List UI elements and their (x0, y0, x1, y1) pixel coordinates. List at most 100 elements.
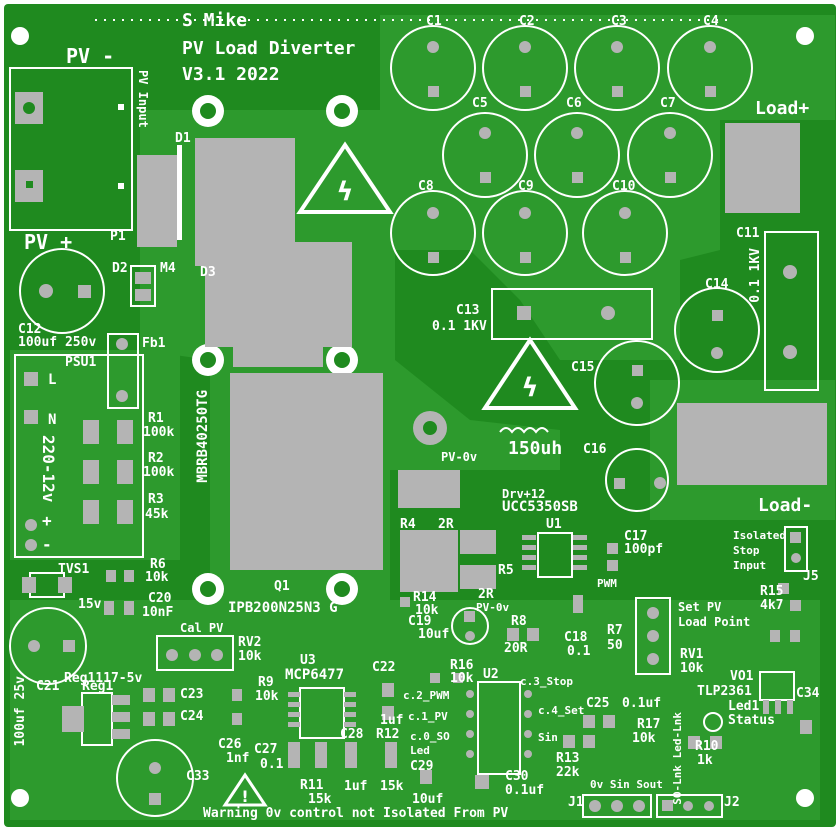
r15-label: R15 (760, 584, 784, 599)
r12-value: 15k (380, 779, 404, 794)
r3-value: 45k (145, 507, 169, 522)
r2-label: R2 (148, 451, 164, 466)
pv-input-connector (9, 67, 133, 231)
hv-warning-icon-2: ϟ (481, 336, 579, 410)
rv1-label: RV1 (680, 647, 704, 662)
d3-label: D3 (200, 265, 216, 280)
j2-pins: SO-Lnk Led-Lnk (671, 712, 684, 805)
j5-label: J5 (803, 569, 819, 584)
r4-value: 2R (438, 517, 454, 532)
r16-value: 10k (450, 671, 474, 686)
pv-0v-label-2: PV-0v (476, 601, 510, 614)
led1 (703, 712, 723, 732)
tvs1-value: 15v (78, 597, 102, 612)
r9-value: 10k (255, 689, 279, 704)
c28-value: 1uf (344, 779, 368, 794)
c9-label: C9 (518, 179, 534, 194)
r12-label: R12 (376, 727, 400, 742)
vo1-optocoupler (759, 671, 795, 714)
r10-value: 1k (697, 753, 713, 768)
svg-text:ϟ: ϟ (336, 177, 353, 207)
c14-label: C14 (705, 277, 729, 292)
c17-label: C17 (624, 529, 648, 544)
load-plus-label: Load+ (755, 98, 810, 119)
load-minus-terminal (677, 403, 827, 485)
d2-label: D2 (112, 261, 128, 276)
d1-label: D1 (175, 131, 191, 146)
c17-value: 100pf (624, 542, 664, 557)
c27-value: 0.1 (260, 757, 284, 772)
c11-label: C11 (736, 226, 760, 241)
r6-value: 10k (145, 570, 169, 585)
author-label: S Mike (182, 10, 248, 31)
rv2-value: 10k (238, 649, 262, 664)
r5-value: 2R (478, 587, 494, 602)
c33-label: C33 (186, 769, 210, 784)
u3-label: U3 (300, 653, 316, 668)
d3-tab (233, 347, 323, 367)
c27-label: C27 (254, 742, 278, 757)
j1-connector (582, 794, 652, 818)
hv-warning-icon: ϟ (296, 141, 394, 214)
c20-value: 10nF (142, 605, 174, 620)
tvs1-label: TVS1 (58, 562, 90, 577)
c20-label: C20 (148, 591, 172, 606)
c6-label: C6 (566, 96, 582, 111)
c18-value: 0.1 (567, 644, 591, 659)
u3-part: MCP6477 (285, 667, 345, 683)
cal-pv-label: Cal PV (180, 621, 224, 635)
d2-diode (130, 265, 156, 307)
fb1-ferrite (107, 333, 139, 409)
c11-value: 0.1 1KV (748, 248, 763, 303)
led1-label: Led1 (728, 699, 760, 714)
warning-icon: ! (222, 772, 268, 807)
p1-label: P1 (110, 229, 126, 244)
q1-part: IPB200N25N3 G (228, 600, 338, 616)
psu-l-label: L (48, 372, 57, 388)
r9-label: R9 (258, 675, 274, 690)
capacitor-pads (427, 41, 723, 489)
r3-label: R3 (148, 492, 164, 507)
j5-connector (784, 526, 808, 572)
psu-minus-label: - (42, 535, 52, 554)
small-smd-parts (104, 470, 812, 789)
q1-pad (230, 373, 383, 570)
r6-label: R6 (150, 557, 166, 572)
c22-value: 1uf (380, 713, 404, 728)
c24-label: C24 (180, 709, 204, 724)
c13-label: C13 (456, 303, 480, 318)
fb1-label: Fb1 (142, 336, 166, 351)
board-title: PV Load Diverter (182, 38, 356, 59)
r8-value: 20R (504, 641, 528, 656)
rv2-trimmer (156, 635, 234, 671)
r5-label: R5 (498, 563, 514, 578)
c21-label: C21 (36, 679, 60, 694)
board-version: V3.1 2022 (182, 64, 280, 85)
psu-n-label: N (48, 412, 57, 428)
r15-value: 4k7 (760, 598, 784, 613)
load-minus-label: Load- (758, 495, 813, 516)
r7-label: R7 (607, 623, 623, 638)
c0-so-label: c.0_SO (410, 730, 450, 743)
c3-label: C3 (611, 14, 627, 29)
pwm-label: PWM (597, 577, 617, 590)
led-label: Led (410, 744, 430, 757)
psu-plus-label: + (42, 511, 52, 530)
isolated-label: Isolated (733, 529, 786, 542)
drv-label: Drv+12 (502, 487, 546, 501)
c4-label: C4 (703, 14, 719, 29)
vo1-label: VO1 (730, 669, 754, 684)
u2-ic (466, 681, 532, 775)
r16-label: R16 (450, 658, 474, 673)
c25-label: C25 (586, 696, 610, 711)
j2-label: J2 (724, 795, 740, 810)
u1-label: U1 (546, 517, 562, 532)
c12-label: C12 (18, 322, 42, 337)
warning-text: Warning 0v control not Isolated From PV (203, 806, 509, 821)
inductor-label: 150uh (508, 438, 563, 459)
c19-capacitor (451, 607, 489, 645)
j1-label: J1 (568, 795, 584, 810)
r14-value: 10k (415, 603, 439, 618)
